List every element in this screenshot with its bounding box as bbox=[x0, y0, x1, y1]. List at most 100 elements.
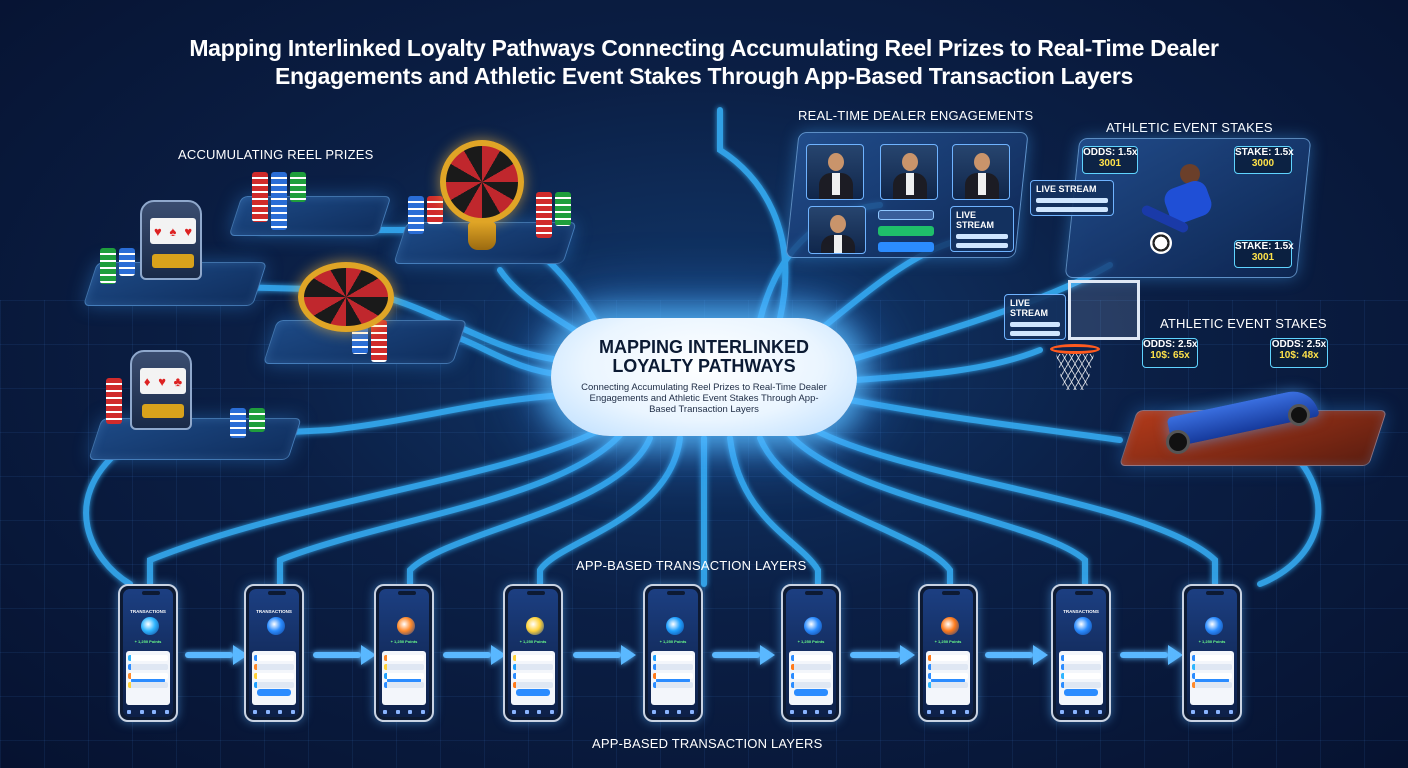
phone-action-button[interactable] bbox=[1064, 689, 1098, 696]
phone-points: + 1,250 Points bbox=[786, 639, 836, 644]
reward-badge-icon bbox=[941, 617, 959, 635]
phone-list-row[interactable] bbox=[653, 673, 693, 679]
phone-list-row[interactable] bbox=[791, 655, 831, 661]
phone-list-row[interactable] bbox=[384, 673, 424, 679]
reward-badge-icon bbox=[666, 617, 684, 635]
dealer-panel-green-button[interactable] bbox=[878, 226, 934, 236]
phone-list-row[interactable] bbox=[1061, 664, 1101, 670]
phone-list-row[interactable] bbox=[1061, 673, 1101, 679]
app-phone-4[interactable]: + 1,250 Points bbox=[503, 584, 563, 722]
race-car-wheel-icon bbox=[1166, 430, 1190, 454]
phone-list-row[interactable] bbox=[928, 655, 968, 661]
phone-screen: + 1,250 Points bbox=[923, 589, 973, 717]
phone-list-row[interactable] bbox=[1192, 655, 1232, 661]
phone-nav-bar[interactable] bbox=[1056, 708, 1106, 715]
link-right-top bbox=[720, 110, 785, 318]
phone-list-row[interactable] bbox=[513, 664, 553, 670]
app-phone-5[interactable]: + 1,250 Points bbox=[643, 584, 703, 722]
phone-list-row[interactable] bbox=[128, 655, 168, 661]
phone-list-row[interactable] bbox=[384, 655, 424, 661]
phone-notch bbox=[268, 591, 286, 595]
chip-stacks-icon bbox=[408, 196, 443, 234]
phone-list-row[interactable] bbox=[1061, 655, 1101, 661]
phone-list-row[interactable] bbox=[791, 673, 831, 679]
phone-list-row[interactable] bbox=[928, 682, 968, 688]
phone-list-row[interactable] bbox=[1192, 673, 1232, 679]
phone-list-row[interactable] bbox=[128, 682, 168, 688]
phone-action-button[interactable] bbox=[516, 689, 550, 696]
phone-list-row[interactable] bbox=[928, 673, 968, 679]
phone-nav-bar[interactable] bbox=[786, 708, 836, 715]
phone-list-row[interactable] bbox=[653, 664, 693, 670]
hub-title-line-2: LOYALTY PATHWAYS bbox=[551, 357, 857, 376]
stake-lower-value: 3001 bbox=[1235, 252, 1291, 263]
dealer-live-stream-box[interactable]: LIVE STREAM bbox=[950, 206, 1014, 252]
phone-notch bbox=[805, 591, 823, 595]
phone-nav-bar[interactable] bbox=[923, 708, 973, 715]
basketball-live-bar bbox=[1010, 331, 1060, 336]
phone-nav-bar[interactable] bbox=[249, 708, 299, 715]
app-phone-6[interactable]: + 1,250 Points bbox=[781, 584, 841, 722]
phone-list-row[interactable] bbox=[513, 682, 553, 688]
dealer-video-tile[interactable] bbox=[808, 206, 866, 254]
phone-notch bbox=[1206, 591, 1224, 595]
phone-list-row[interactable] bbox=[653, 682, 693, 688]
phone-list-row[interactable] bbox=[928, 664, 968, 670]
dealer-video-tile[interactable] bbox=[880, 144, 938, 200]
basketball-live-stream-box[interactable]: LIVE STREAM bbox=[1004, 294, 1066, 340]
phone-list-row[interactable] bbox=[128, 664, 168, 670]
phone-points: + 1,250 Points bbox=[923, 639, 973, 644]
app-phone-2[interactable]: TRANSACTIONS bbox=[244, 584, 304, 722]
phone-list-row[interactable] bbox=[1192, 664, 1232, 670]
wheel-stand-icon bbox=[468, 222, 496, 250]
chip-stacks-icon bbox=[230, 408, 265, 438]
phone-list-row[interactable] bbox=[653, 655, 693, 661]
stake-box-right: STAKE: 1.5x 3000 bbox=[1234, 146, 1292, 174]
prize-wheel-icon bbox=[440, 140, 524, 224]
athletic-live-stream-box[interactable]: LIVE STREAM bbox=[1030, 180, 1114, 216]
phone-list-row[interactable] bbox=[384, 682, 424, 688]
phone-list-row[interactable] bbox=[791, 664, 831, 670]
basketball-live-bar bbox=[1010, 322, 1060, 327]
slot-machine-icon: ♥♠♥ bbox=[140, 200, 202, 280]
phone-screen: + 1,250 Points bbox=[1187, 589, 1237, 717]
dealer-video-tile[interactable] bbox=[806, 144, 864, 200]
phone-list-row[interactable] bbox=[1192, 682, 1232, 688]
app-phone-9[interactable]: + 1,250 Points bbox=[1182, 584, 1242, 722]
odds-left-value: 3001 bbox=[1083, 158, 1137, 169]
app-phone-3[interactable]: + 1,250 Points bbox=[374, 584, 434, 722]
phone-list-row[interactable] bbox=[791, 682, 831, 688]
phone-list-row[interactable] bbox=[1061, 682, 1101, 688]
app-phone-8[interactable]: TRANSACTIONS bbox=[1051, 584, 1111, 722]
phone-action-button[interactable] bbox=[794, 689, 828, 696]
hub-title: MAPPING INTERLINKED LOYALTY PATHWAYS bbox=[551, 338, 857, 376]
dealer-live-bar bbox=[956, 243, 1008, 248]
phone-list-row[interactable] bbox=[254, 673, 294, 679]
phone-action-button[interactable] bbox=[257, 689, 291, 696]
dealer-panel-field[interactable] bbox=[878, 210, 934, 220]
dealer-panel-blue-button[interactable] bbox=[878, 242, 934, 252]
basketball-backboard-icon bbox=[1068, 280, 1140, 340]
phone-nav-bar[interactable] bbox=[379, 708, 429, 715]
hub-title-line-1: MAPPING INTERLINKED bbox=[551, 338, 857, 357]
phone-list-row[interactable] bbox=[513, 655, 553, 661]
phone-notch bbox=[142, 591, 160, 595]
athletic-live-bar bbox=[1036, 207, 1108, 212]
stake-lower-label: STAKE: 1.5x bbox=[1235, 241, 1291, 252]
phone-list-row[interactable] bbox=[384, 664, 424, 670]
link-right-race bbox=[850, 400, 1120, 440]
link-down-2 bbox=[280, 435, 620, 584]
phone-nav-bar[interactable] bbox=[1187, 708, 1237, 715]
phone-list-row[interactable] bbox=[254, 655, 294, 661]
phone-nav-bar[interactable] bbox=[508, 708, 558, 715]
phone-list-row[interactable] bbox=[254, 664, 294, 670]
phone-list-row[interactable] bbox=[513, 673, 553, 679]
phone-list-row[interactable] bbox=[254, 682, 294, 688]
app-phone-7[interactable]: + 1,250 Points bbox=[918, 584, 978, 722]
dealer-live-bar bbox=[956, 234, 1008, 239]
phone-list-row[interactable] bbox=[128, 673, 168, 679]
app-phone-1[interactable]: TRANSACTIONS + 1,250 Points bbox=[118, 584, 178, 722]
dealer-video-tile[interactable] bbox=[952, 144, 1010, 200]
phone-nav-bar[interactable] bbox=[123, 708, 173, 715]
phone-nav-bar[interactable] bbox=[648, 708, 698, 715]
